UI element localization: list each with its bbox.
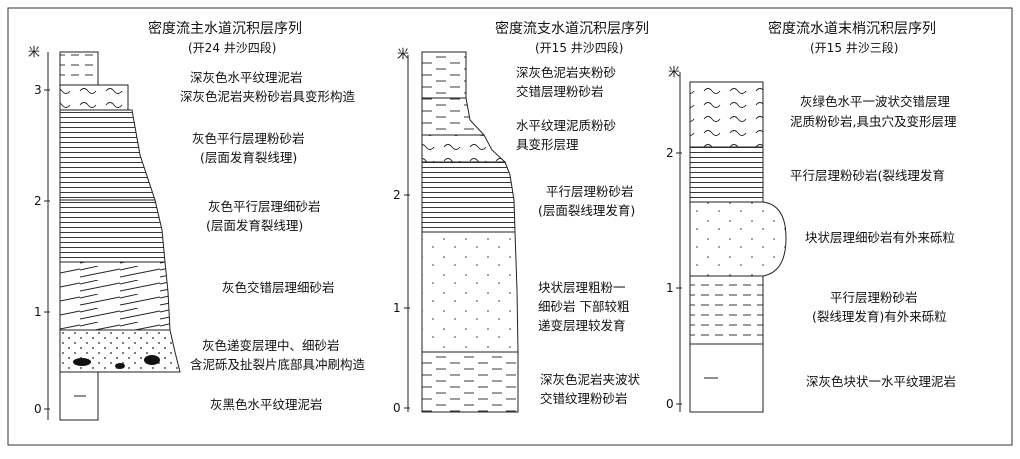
axis-ticks bbox=[676, 152, 682, 405]
column-title: 密度流主水道沉积层序列 bbox=[148, 20, 302, 37]
column-subtitle: (开24 井沙四段) bbox=[188, 40, 276, 55]
layer-label: 灰色递变层理中、细砂岩 bbox=[202, 338, 340, 353]
layer-labels: 灰绿色水平一波状交错层理 泥质粉砂岩,具虫穴及变形层理 平行层理粉砂岩(裂线理发… bbox=[790, 94, 957, 389]
layer-label: 具变形层理 bbox=[516, 137, 579, 152]
layer-label: 深灰色泥岩夹粉砂岩具变形构造 bbox=[180, 89, 356, 104]
lithology-column bbox=[689, 81, 787, 413]
tick-label: 0 bbox=[666, 397, 674, 411]
column-subtitle: (开15 井沙四段) bbox=[535, 40, 623, 55]
tick-label: 1 bbox=[34, 305, 42, 319]
layer-label: 深灰色泥岩夹粉砂 bbox=[516, 65, 616, 80]
tick-label: 1 bbox=[393, 301, 401, 315]
layer-label: 平行层理粉砂岩(裂线理发育 bbox=[790, 168, 945, 183]
layer-label: 交错层理粉砂岩 bbox=[516, 84, 604, 99]
axis-ticks bbox=[44, 89, 50, 410]
layer-label: 细砂岩 下部较粗 bbox=[538, 299, 629, 314]
tick-label: 0 bbox=[393, 401, 401, 415]
layer-label: 块状层理细砂岩有外来砾粒 bbox=[805, 230, 955, 245]
layer-label: 块状层理粗粉一 bbox=[538, 280, 626, 295]
layer-label: 含泥砾及扯裂片底部具冲刷构造 bbox=[190, 357, 366, 372]
layer-label: 平行层理粉砂岩 bbox=[830, 290, 918, 305]
column-title: 密度流支水道沉积层序列 bbox=[495, 20, 649, 37]
column-branch-channel: 密度流支水道沉积层序列 (开15 井沙四段) 米 2 1 0 深灰色泥岩夹粉砂 … bbox=[393, 20, 649, 415]
lithology-column bbox=[421, 51, 519, 413]
layer-label: (裂线理发育)有外来砾粒 bbox=[812, 309, 947, 324]
column-main-channel: 密度流主水道沉积层序列 (开24 井沙四段) 米 3 2 1 0 深灰色 bbox=[28, 20, 366, 421]
lithology-column bbox=[59, 51, 181, 421]
figure-frame bbox=[7, 7, 1013, 446]
layer-label: 灰黑色水平纹理泥岩 bbox=[210, 397, 323, 412]
layer-label: (层面发育裂线理) bbox=[200, 150, 297, 165]
tick-label: 1 bbox=[666, 281, 674, 295]
tick-label: 0 bbox=[34, 402, 42, 416]
layer-label: (层面裂线理发育) bbox=[538, 203, 635, 218]
layer-label: 泥质粉砂岩,具虫穴及变形层理 bbox=[790, 114, 957, 129]
layer-label: 深灰色块状一水平纹理泥岩 bbox=[806, 374, 956, 389]
layer-label: 灰色交错层理细砂岩 bbox=[222, 280, 335, 295]
layer-labels: 深灰色水平纹理泥岩 深灰色泥岩夹粉砂岩具变形构造 灰色平行层理粉砂岩 (层面发育… bbox=[180, 70, 366, 412]
layer-label: 水平纹理泥质粉砂 bbox=[516, 118, 616, 133]
column-title: 密度流水道末梢沉积层序列 bbox=[768, 20, 936, 37]
layer-label: 深灰色水平纹理泥岩 bbox=[190, 70, 303, 85]
tick-label: 2 bbox=[393, 188, 401, 202]
layer-label: 深灰色泥岩夹波状 bbox=[540, 372, 641, 387]
layer-labels: 深灰色泥岩夹粉砂 交错层理粉砂岩 水平纹理泥质粉砂 具变形层理 平行层理粉砂岩 … bbox=[516, 65, 641, 406]
tick-label: 2 bbox=[34, 194, 42, 208]
tick-label: 3 bbox=[34, 83, 42, 97]
column-channel-terminus: 密度流水道末梢沉积层序列 (开15 井沙三段) 米 2 1 0 灰绿色水平一波状… bbox=[666, 20, 957, 413]
layer-label: 平行层理粉砂岩 bbox=[546, 184, 634, 199]
layer-label: 交错纹理粉砂岩 bbox=[540, 391, 628, 406]
layer-label: (层面发育裂线理) bbox=[206, 218, 303, 233]
column-subtitle: (开15 井沙三段) bbox=[810, 40, 898, 55]
unit-label: 米 bbox=[668, 65, 680, 79]
layer-label: 灰绿色水平一波状交错层理 bbox=[800, 94, 951, 109]
unit-label: 米 bbox=[28, 45, 40, 59]
tick-label: 2 bbox=[666, 146, 674, 160]
layer-label: 灰色平行层理粉砂岩 bbox=[192, 131, 305, 146]
axis-ticks bbox=[404, 194, 410, 409]
layer-label: 灰色平行层理细砂岩 bbox=[208, 199, 321, 214]
layer-label: 递变层理较发育 bbox=[538, 318, 626, 333]
unit-label: 米 bbox=[397, 47, 409, 61]
